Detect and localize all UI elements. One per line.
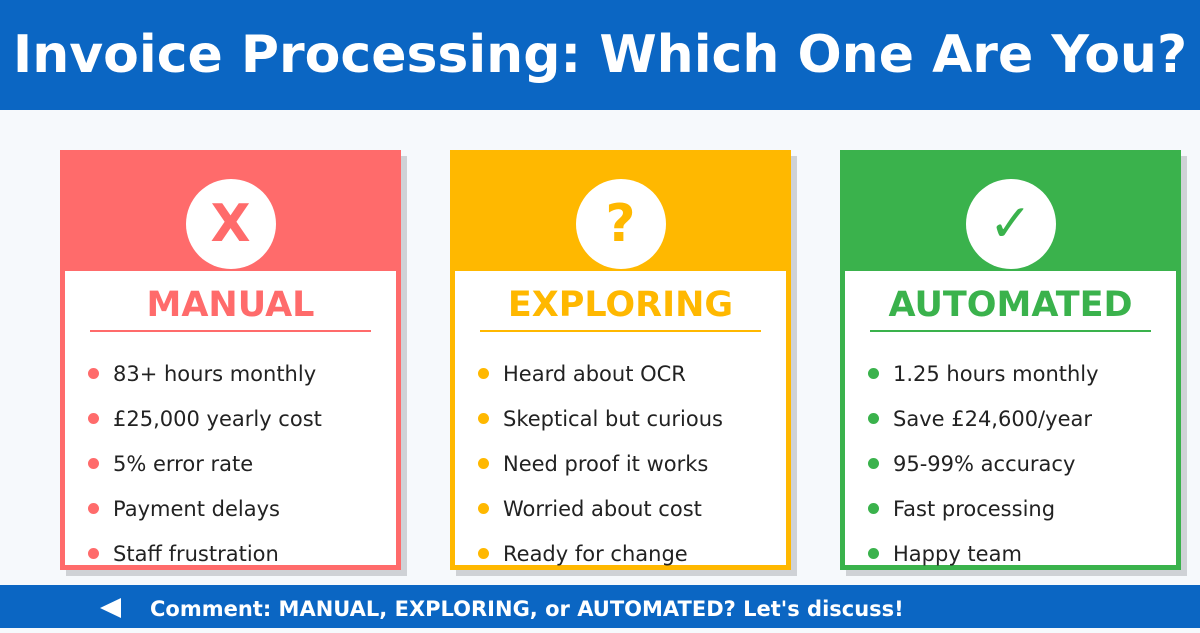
- page-title: Invoice Processing: Which One Are You?: [0, 0, 1200, 110]
- card-title: EXPLORING: [507, 285, 734, 325]
- bullet-icon: [478, 413, 489, 424]
- question-icon: ?: [575, 179, 666, 269]
- item-text: Payment delays: [113, 496, 280, 521]
- list-item: Need proof it works: [475, 441, 723, 486]
- bullet-icon: [868, 368, 879, 379]
- item-text: Fast processing: [893, 496, 1056, 521]
- check-icon: ✓: [965, 179, 1056, 269]
- card-manual: X MANUAL 83+ hours monthly £25,000 yearly…: [60, 150, 401, 570]
- item-text: Heard about OCR: [503, 361, 686, 386]
- bullet-icon: [88, 503, 99, 514]
- item-text: 95-99% accuracy: [893, 451, 1076, 476]
- card-exploring: ? EXPLORING Heard about OCR Skeptical but…: [450, 150, 791, 570]
- card-header: ?: [455, 155, 786, 271]
- footer-text: Comment: MANUAL, EXPLORING, or AUTOMATED…: [150, 597, 904, 621]
- arrow-left-icon: [100, 598, 121, 618]
- list-item: Ready for change: [475, 531, 723, 576]
- item-text: Worried about cost: [503, 496, 702, 521]
- bullet-icon: [88, 458, 99, 469]
- item-text: 83+ hours monthly: [113, 361, 317, 386]
- bullet-icon: [478, 548, 489, 559]
- divider: [90, 330, 371, 332]
- list-item: £25,000 yearly cost: [85, 396, 322, 441]
- card-title: AUTOMATED: [888, 285, 1133, 325]
- bullet-icon: [478, 458, 489, 469]
- list-item: Worried about cost: [475, 486, 723, 531]
- card-header: ✓: [845, 155, 1176, 271]
- item-text: Staff frustration: [113, 541, 279, 566]
- item-text: 1.25 hours monthly: [893, 361, 1099, 386]
- footer-banner: Comment: MANUAL, EXPLORING, or AUTOMATED…: [0, 585, 1200, 628]
- item-text: Ready for change: [503, 541, 688, 566]
- item-text: Need proof it works: [503, 451, 709, 476]
- item-text: £25,000 yearly cost: [113, 406, 322, 431]
- item-text: Save £24,600/year: [893, 406, 1092, 431]
- bullet-icon: [88, 548, 99, 559]
- item-text: Happy team: [893, 541, 1022, 566]
- bullet-icon: [478, 368, 489, 379]
- list-item: 83+ hours monthly: [85, 351, 322, 396]
- list-item: Skeptical but curious: [475, 396, 723, 441]
- list-item: Staff frustration: [85, 531, 322, 576]
- item-text: Skeptical but curious: [503, 406, 723, 431]
- bullet-icon: [868, 458, 879, 469]
- bullet-icon: [478, 503, 489, 514]
- list-item: Heard about OCR: [475, 351, 723, 396]
- list-item: Payment delays: [85, 486, 322, 531]
- card-list: 83+ hours monthly £25,000 yearly cost 5% e…: [85, 351, 322, 576]
- list-item: Happy team: [865, 531, 1099, 576]
- list-item: Save £24,600/year: [865, 396, 1099, 441]
- divider: [480, 330, 761, 332]
- card-title: MANUAL: [146, 285, 315, 325]
- bullet-icon: [868, 413, 879, 424]
- item-text: 5% error rate: [113, 451, 254, 476]
- bullet-icon: [868, 548, 879, 559]
- bullet-icon: [868, 503, 879, 514]
- divider: [870, 330, 1151, 332]
- list-item: Fast processing: [865, 486, 1099, 531]
- x-icon: X: [185, 179, 276, 269]
- list-item: 1.25 hours monthly: [865, 351, 1099, 396]
- card-header: X: [65, 155, 396, 271]
- list-item: 5% error rate: [85, 441, 322, 486]
- bullet-icon: [88, 368, 99, 379]
- list-item: 95-99% accuracy: [865, 441, 1099, 486]
- bullet-icon: [88, 413, 99, 424]
